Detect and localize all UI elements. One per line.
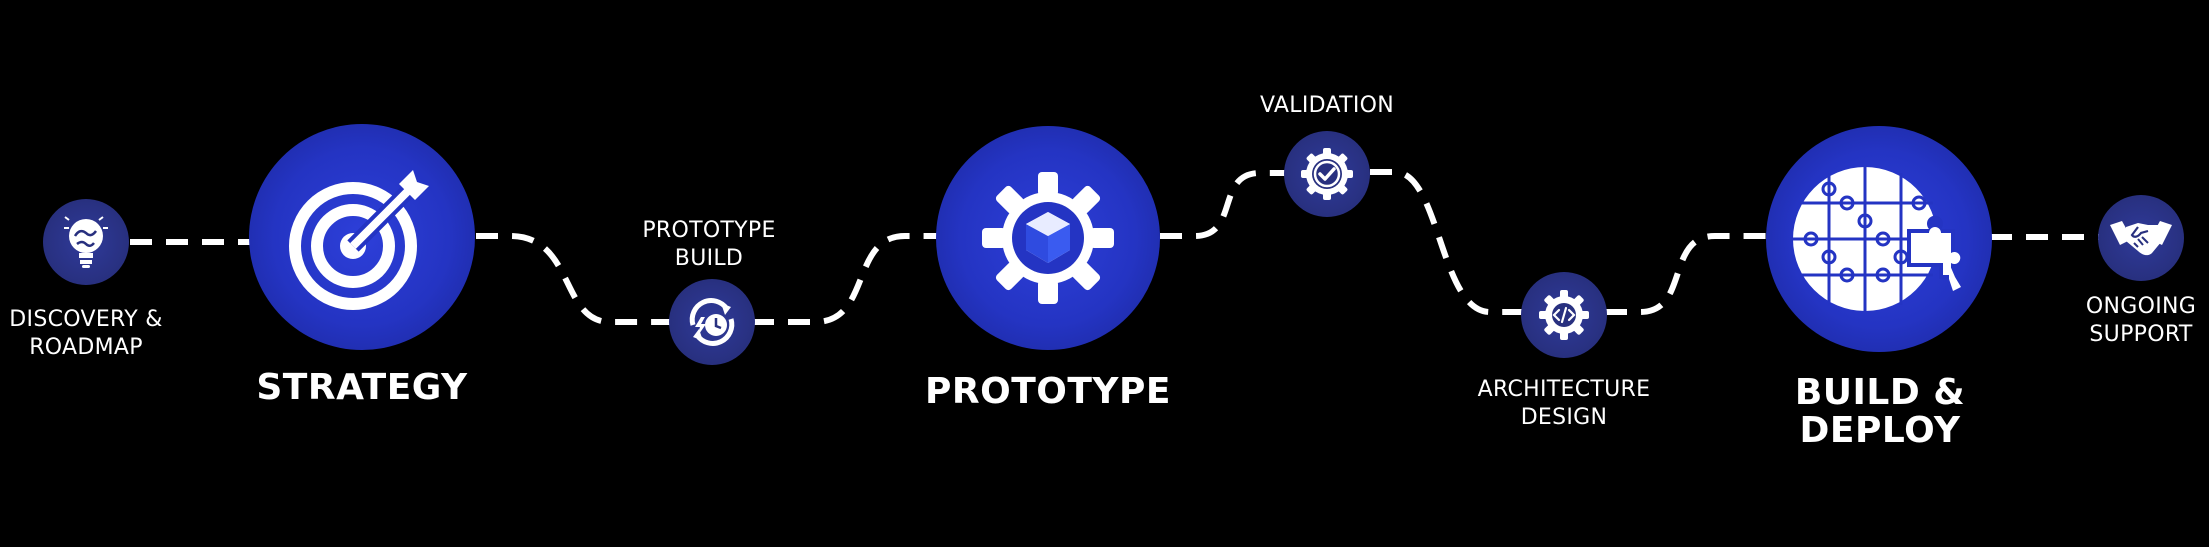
prototype-node: [936, 126, 1160, 350]
validation-label: VALIDATION: [1259, 93, 1395, 118]
architecture-label: ARCHITECTURE DESIGN: [1454, 376, 1674, 432]
support-node: [2098, 195, 2184, 281]
build-deploy-label: BUILD & DEPLOY: [1730, 374, 2030, 450]
puzzle-globe-icon: [1793, 167, 1967, 311]
gear-cube-icon: [982, 172, 1114, 304]
refresh-clock-icon: [689, 298, 735, 346]
architecture-node: [1521, 272, 1607, 358]
discovery-node: [43, 199, 129, 285]
connector-prototype-build-prototype: [752, 233, 940, 325]
support-label-line2: SUPPORT: [2089, 322, 2193, 347]
discovery-label: DISCOVERY & ROADMAP: [0, 306, 172, 362]
connector-validation-architecture: [1370, 169, 1524, 315]
prototype-build-node: [669, 279, 755, 365]
strategy-node: [249, 124, 475, 350]
support-label-line1: ONGOING: [2085, 294, 2197, 319]
build-deploy-label-line1: BUILD &: [1794, 372, 1966, 413]
build-deploy-node: [1766, 126, 1992, 352]
lightbulb-globe-icon: [64, 216, 108, 268]
prototype-build-label: PROTOTYPE BUILD: [600, 217, 818, 273]
strategy-label: STRATEGY: [256, 367, 468, 408]
prototype-label: PROTOTYPE: [925, 371, 1171, 412]
connector-strategy-prototype-build: [476, 233, 672, 325]
handshake-icon: [2110, 221, 2172, 256]
connector-prototype-validation: [1160, 170, 1286, 239]
discovery-label-line2: ROADMAP: [29, 335, 143, 360]
connector-architecture-build: [1605, 233, 1770, 315]
validation-node: [1284, 131, 1370, 217]
gear-code-icon: [1539, 290, 1589, 340]
architecture-label-line2: DESIGN: [1520, 405, 1608, 430]
prototype-build-label-line1: PROTOTYPE: [642, 218, 776, 243]
build-deploy-label-line2: DEPLOY: [1799, 410, 1961, 451]
target-arrow-icon: [289, 170, 429, 310]
architecture-label-line1: ARCHITECTURE: [1477, 377, 1651, 402]
badge-check-icon: [1301, 148, 1353, 200]
prototype-build-label-line2: BUILD: [674, 246, 744, 271]
discovery-label-line1: DISCOVERY &: [9, 307, 163, 332]
support-label: ONGOING SUPPORT: [2068, 293, 2209, 349]
